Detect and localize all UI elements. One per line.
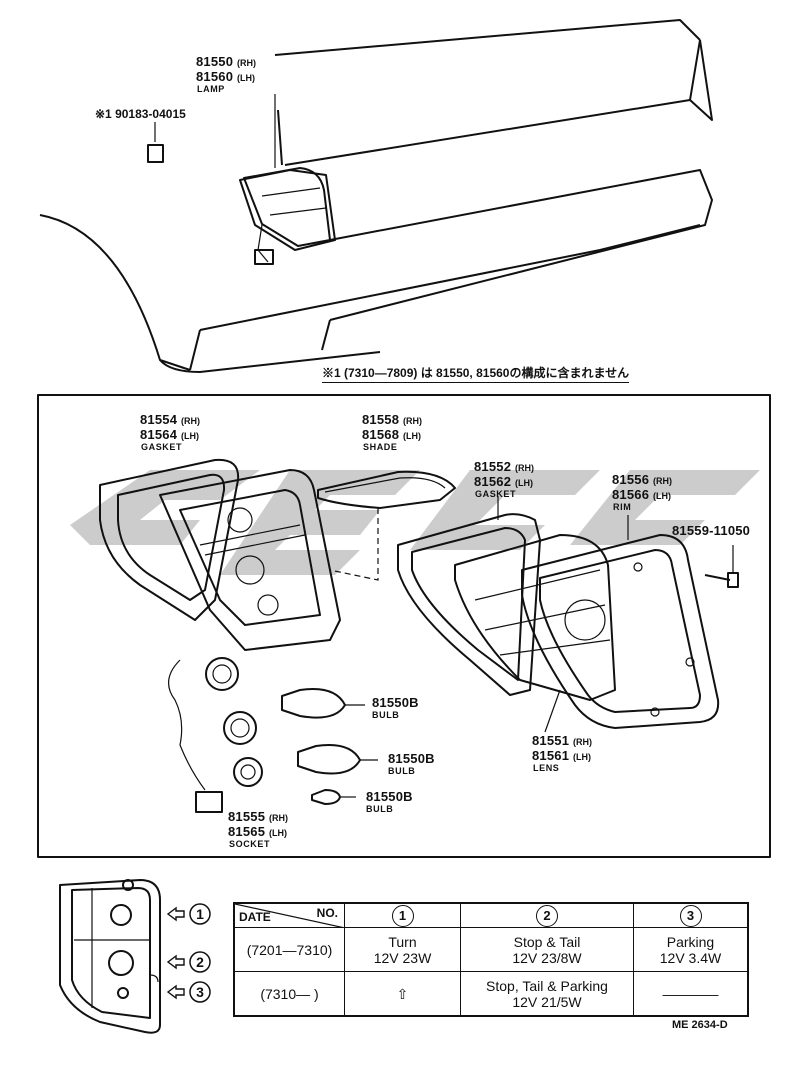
rim-lh-suffix: (LH) [653, 491, 671, 501]
rim-rh-suffix: (RH) [653, 476, 672, 486]
bulb-icon-3 [311, 789, 356, 805]
socket-rh-number: 81555 [228, 809, 265, 824]
screw-number: 81559-11050 [672, 523, 750, 538]
shade-drawing [317, 470, 456, 581]
gasket-front-lh-suffix: (LH) [515, 478, 533, 488]
lens-name: LENS [533, 763, 559, 773]
header-date-label: DATE [239, 910, 271, 924]
part-labels: 81554(RH)81564(LH)GASKET81558(RH)81568(L… [140, 412, 672, 849]
gasket-front-rh-number: 81552 [474, 459, 511, 474]
gasket-rear-lh-number: 81564 [140, 427, 178, 442]
table-header-date: DATE NO. [235, 904, 345, 928]
lamp-assembly-icon [243, 167, 331, 265]
left-arrow-icon [166, 984, 185, 1000]
lens-rh-number: 81551 [532, 733, 569, 748]
shade-lh-number: 81568 [362, 427, 399, 442]
gasket-front-rh-suffix: (RH) [515, 463, 534, 473]
socket-lh-number: 81565 [228, 824, 265, 839]
lamp-rh-suffix: (RH) [237, 58, 256, 68]
table-row-1-date: (7201—7310) [235, 928, 345, 972]
front-gasket-drawing [397, 513, 541, 696]
socket-harness-drawing [168, 657, 263, 813]
socket-lh-suffix: (LH) [269, 828, 287, 838]
shade-lh-suffix: (LH) [403, 431, 421, 441]
lamp-housing-drawing [159, 469, 341, 651]
lamp-lh-number: 81560 [196, 69, 233, 84]
shade-rh-suffix: (RH) [403, 416, 422, 426]
compatibility-note: ※1 (7310—7809) は 81550, 81560の構成に含まれません [322, 364, 630, 383]
car-body-illustration [39, 19, 713, 373]
left-arrow-icon [166, 954, 185, 970]
rear-gasket-drawing [99, 458, 240, 621]
table-header-col-3: 3 [634, 904, 747, 928]
bulb-2-name: BULB [388, 766, 415, 776]
lens-lh-suffix: (LH) [573, 752, 591, 762]
bulb-position-diagram [59, 879, 161, 1034]
lamp-rh-number: 81550 [196, 54, 233, 69]
table-row-2-date: (7310— ) [235, 972, 345, 1015]
bulb-icon-2 [297, 744, 378, 775]
position-circle [189, 903, 211, 925]
table-row-2-col-1: ⇧ [345, 972, 461, 1015]
lamp-name: LAMP [197, 84, 225, 94]
table-row-2-col-3: ———— [662, 985, 719, 1002]
bulb-2-number: 81550B [388, 751, 435, 766]
rim-name: RIM [613, 502, 631, 512]
drawing-code: ME 2634-D [672, 1019, 728, 1031]
gasket-rear-name: GASKET [141, 442, 182, 452]
same-as-above-arrow-icon: ⇧ [396, 985, 409, 1002]
rim-rh-number: 81556 [612, 472, 649, 487]
gasket-front-name: GASKET [475, 489, 516, 499]
gasket-rear-rh-number: 81554 [140, 412, 178, 427]
screw-icon [704, 545, 739, 588]
position-number: 1 [196, 906, 204, 922]
header-no-label: NO. [316, 906, 338, 920]
clip-icon [147, 122, 164, 163]
gasket-rear-lh-suffix: (LH) [181, 431, 199, 441]
socket-name: SOCKET [229, 839, 270, 849]
position-arrows: 1 2 3 [166, 903, 211, 1003]
bulb-3-name: BULB [366, 804, 393, 814]
shade-rh-number: 81558 [362, 412, 399, 427]
clip-part-number: ※1 90183-04015 [95, 107, 186, 121]
lens-lh-number: 81561 [532, 748, 569, 763]
gasket-rear-rh-suffix: (RH) [181, 416, 200, 426]
bulb-1-name: BULB [372, 710, 399, 720]
table-header-col-2: 2 [461, 904, 634, 928]
rim-drawing [521, 534, 720, 729]
left-arrow-icon [166, 906, 185, 922]
bulb-1-number: 81550B [372, 695, 419, 710]
position-circle [189, 951, 211, 973]
rim-lh-number: 81566 [612, 487, 649, 502]
gasket-front-lh-number: 81562 [474, 474, 511, 489]
header-diagonal [235, 904, 345, 928]
socket-rh-suffix: (RH) [269, 813, 288, 823]
lamp-lh-suffix: (LH) [237, 73, 255, 83]
position-number: 3 [196, 984, 204, 1000]
shade-name: SHADE [363, 442, 398, 452]
exploded-view-frame [37, 394, 771, 858]
position-number: 2 [196, 954, 204, 970]
lens-rh-suffix: (RH) [573, 737, 592, 747]
position-circle [189, 981, 211, 1003]
table-header-col-1: 1 [345, 904, 461, 928]
watermark-logo [70, 470, 760, 575]
bulb-3-number: 81550B [366, 789, 413, 804]
bulb-icon-1 [281, 688, 365, 719]
